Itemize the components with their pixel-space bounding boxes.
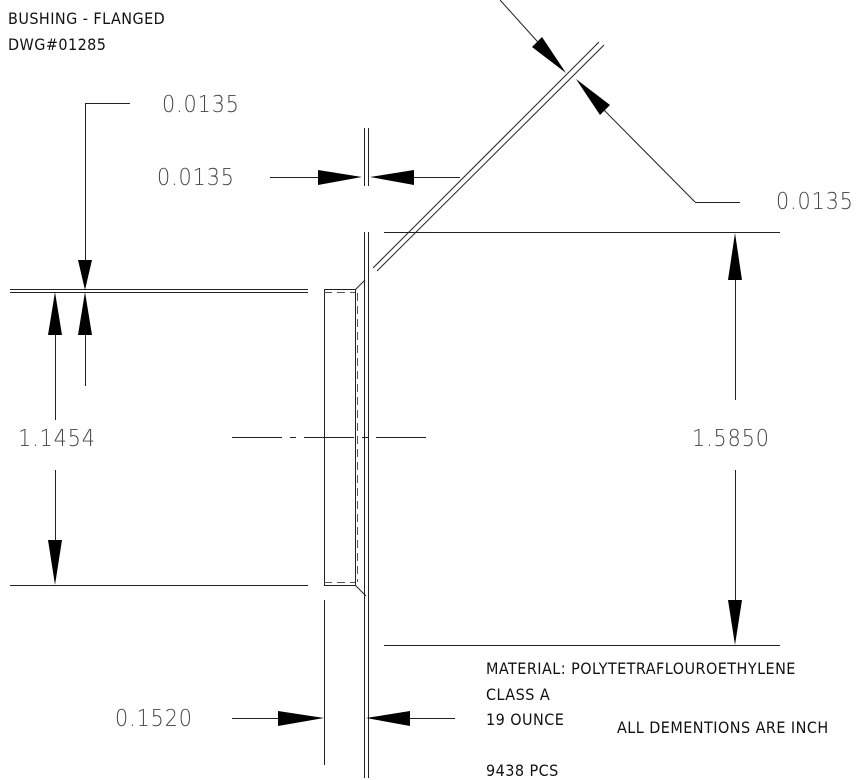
- note-weight: 19 OUNCE: [486, 710, 565, 729]
- arrowhead: [278, 711, 324, 726]
- dimension-flange-diameter: 1.5850: [692, 426, 770, 452]
- chamfer-extension: [376, 44, 605, 272]
- arrowhead: [532, 37, 566, 73]
- leader-line: [597, 103, 696, 203]
- arrowhead: [48, 292, 62, 335]
- dimension-body-length: 0.1520: [115, 706, 193, 732]
- drawing-number: DWG#01285: [8, 35, 107, 54]
- arrowhead: [576, 79, 610, 115]
- note-material: MATERIAL: POLYTETRAFLOUROETHYLENE: [486, 659, 796, 678]
- arrowhead: [366, 711, 410, 726]
- arrowhead: [728, 233, 742, 280]
- arrowhead: [728, 600, 742, 645]
- chamfer-bottom: [354, 584, 367, 597]
- note-quantity: 9438 PCS: [486, 761, 559, 780]
- arrowhead: [318, 170, 362, 185]
- arrowhead: [78, 292, 92, 335]
- note-class: CLASS A: [486, 685, 551, 704]
- dimension-top-leader: 0.0135: [162, 92, 240, 118]
- dimension-body-diameter: 1.1454: [18, 426, 96, 452]
- dimension-flange-thickness: 0.0135: [157, 165, 235, 191]
- drawing-title: BUSHING - FLANGED: [8, 9, 166, 28]
- dimension-chamfer: 0.0135: [776, 189, 854, 215]
- note-units: ALL DEMENTIONS ARE INCH: [617, 718, 829, 737]
- arrowhead: [78, 260, 92, 290]
- arrowhead: [48, 540, 62, 585]
- arrowhead: [370, 170, 414, 185]
- chamfer-top: [354, 279, 366, 291]
- chamfer-extension: [372, 41, 600, 269]
